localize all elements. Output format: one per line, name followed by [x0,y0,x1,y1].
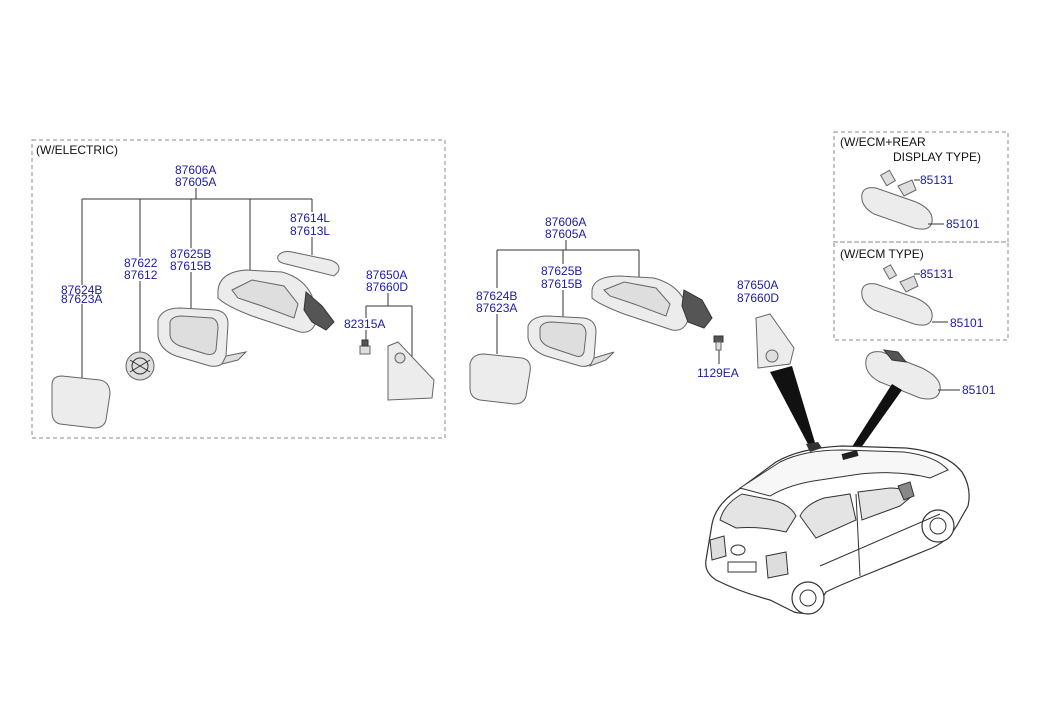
part-number-87606a[interactable]: 87606A [175,163,216,177]
part-number-87625b[interactable]: 87625B [170,247,211,261]
part-number-85101[interactable]: 85101 [962,383,996,397]
mirror-callout-pointer [850,384,902,452]
inside-mirror-mount [882,349,908,363]
electric-group-box [31,139,446,439]
garnish-left[interactable] [387,341,435,401]
ecm-mirror[interactable] [861,283,933,326]
garnish-middle[interactable] [755,313,795,369]
part-number-87623a-mid[interactable]: 87623A [476,301,517,315]
part-number-87625b-mid[interactable]: 87625B [541,264,582,278]
mirror-base-middle[interactable] [681,289,713,329]
electric-leader-lines [81,188,413,378]
part-number-87614l[interactable]: 87614L [290,211,330,225]
mirror-glass-left[interactable] [51,375,111,429]
middle-leader-lines [496,240,720,364]
garnish-callout-pointer [770,366,816,448]
part-number-87605a-mid[interactable]: 87605A [545,227,586,241]
part-number-87615b-mid[interactable]: 87615B [541,277,582,291]
ecm-group-box [833,241,1009,341]
ecm-rear-mirror[interactable] [861,187,933,230]
ecm-rear-cover[interactable] [879,169,917,197]
mirror-housing-left-detail [231,279,299,319]
part-number-87624b[interactable]: 87624B [61,283,102,297]
part-number-87612[interactable]: 87612 [124,268,158,282]
part-number-85101-rear[interactable]: 85101 [946,217,980,231]
part-number-87622[interactable]: 87622 [124,256,158,270]
part-number-87615b[interactable]: 87615B [170,259,211,273]
mirror-cover-left-inner [169,315,219,355]
part-number-82315a[interactable]: 82315A [344,317,385,331]
screw-left[interactable] [359,339,371,355]
bolt-middle[interactable] [713,335,724,351]
part-number-1129ea[interactable]: 1129EA [697,366,739,380]
part-number-87660d[interactable]: 87660D [366,280,408,294]
mirror-glass-middle[interactable] [469,353,531,405]
part-number-85131-rear[interactable]: 85131 [920,173,954,187]
part-number-87605a[interactable]: 87605A [175,175,216,189]
part-number-87606a-mid[interactable]: 87606A [545,215,586,229]
electric-group-caption: (W/ELECTRIC) [36,143,118,157]
mirror-housing-middle-detail [603,281,671,317]
mirror-base-left[interactable] [303,290,335,331]
part-number-85131-ecm[interactable]: 85131 [920,267,954,281]
part-number-87650a-mid[interactable]: 87650A [737,278,778,292]
part-number-87624b-mid[interactable]: 87624B [476,289,517,303]
cover-trim-middle [588,351,615,367]
ecm-rear-caption-line1: (W/ECM+REAR [840,135,926,149]
actuator-motor-left[interactable] [125,351,155,381]
garnish-left-hole [394,352,406,364]
ecm-rear-caption-line2: DISPLAY TYPE) [893,150,981,164]
ecm-cover[interactable] [882,264,919,293]
part-number-87650a[interactable]: 87650A [366,268,407,282]
part-number-85101-ecm[interactable]: 85101 [950,316,984,330]
part-number-87660d-mid[interactable]: 87660D [737,291,779,305]
ecm-caption: (W/ECM TYPE) [840,247,924,261]
mirror-cover-middle-inner [539,321,587,357]
part-number-87613l[interactable]: 87613L [290,224,330,238]
cover-trim-left [221,351,248,365]
part-number-87623a[interactable]: 87623A [61,292,102,306]
side-lamp-left[interactable] [277,251,340,277]
garnish-middle-hole [765,349,779,363]
vehicle-illustration [705,442,970,615]
